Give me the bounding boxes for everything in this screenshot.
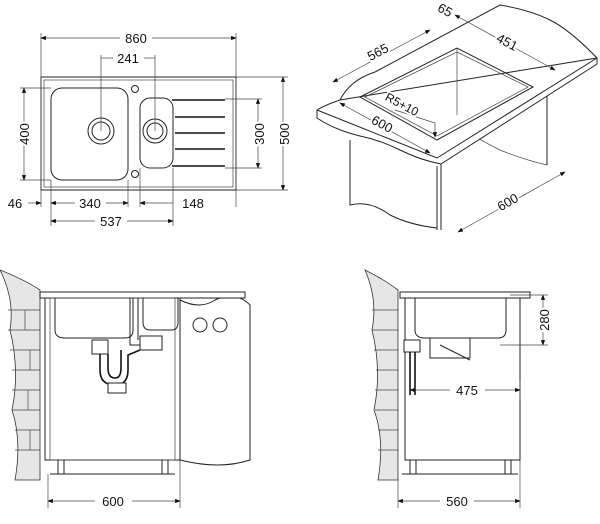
dim-451: 451 [494,30,520,53]
dim-65: 65 [435,0,455,20]
main-bowl [50,87,129,181]
cutout-iso-view: 565 451 65 600 R5+10 600 [316,0,598,233]
dim-537: 537 [100,214,122,229]
dim-565: 565 [365,40,391,63]
side-elevation: 280 475 560 [364,269,554,509]
tap-hole-icon [131,170,139,178]
plan-view: 860 241 400 300 500 46 340 148 537 [8,31,294,229]
cabinet-legs [50,460,175,475]
tap-hole-icon [212,317,228,333]
tap-hole-icon [131,85,139,93]
dim-241: 241 [117,51,139,66]
brick-wall [364,269,399,481]
drain-pipe-assembly [403,337,471,395]
brick-wall [0,269,41,481]
dim-475: 475 [456,383,478,398]
small-bowl [139,97,174,169]
tap-hole-icon [192,317,208,333]
dim-600-cabinet: 600 [495,190,521,214]
dim-148: 148 [182,196,204,211]
dim-280: 280 [537,309,552,331]
cabinet-legs [402,460,518,475]
dim-300: 300 [252,123,267,145]
dim-500: 500 [277,123,292,145]
drainer-grooves [172,99,225,167]
drain-pipe-assembly [91,298,163,394]
cabinet [404,297,521,461]
dim-560: 560 [446,494,468,509]
dim-860: 860 [125,31,147,46]
cabinet [44,297,181,461]
dim-46: 46 [8,196,22,211]
dim-400: 400 [17,123,32,145]
dim-600-front: 600 [102,494,124,509]
front-elevation: 600 [0,269,251,509]
countertop [39,291,246,299]
dim-340: 340 [79,196,101,211]
